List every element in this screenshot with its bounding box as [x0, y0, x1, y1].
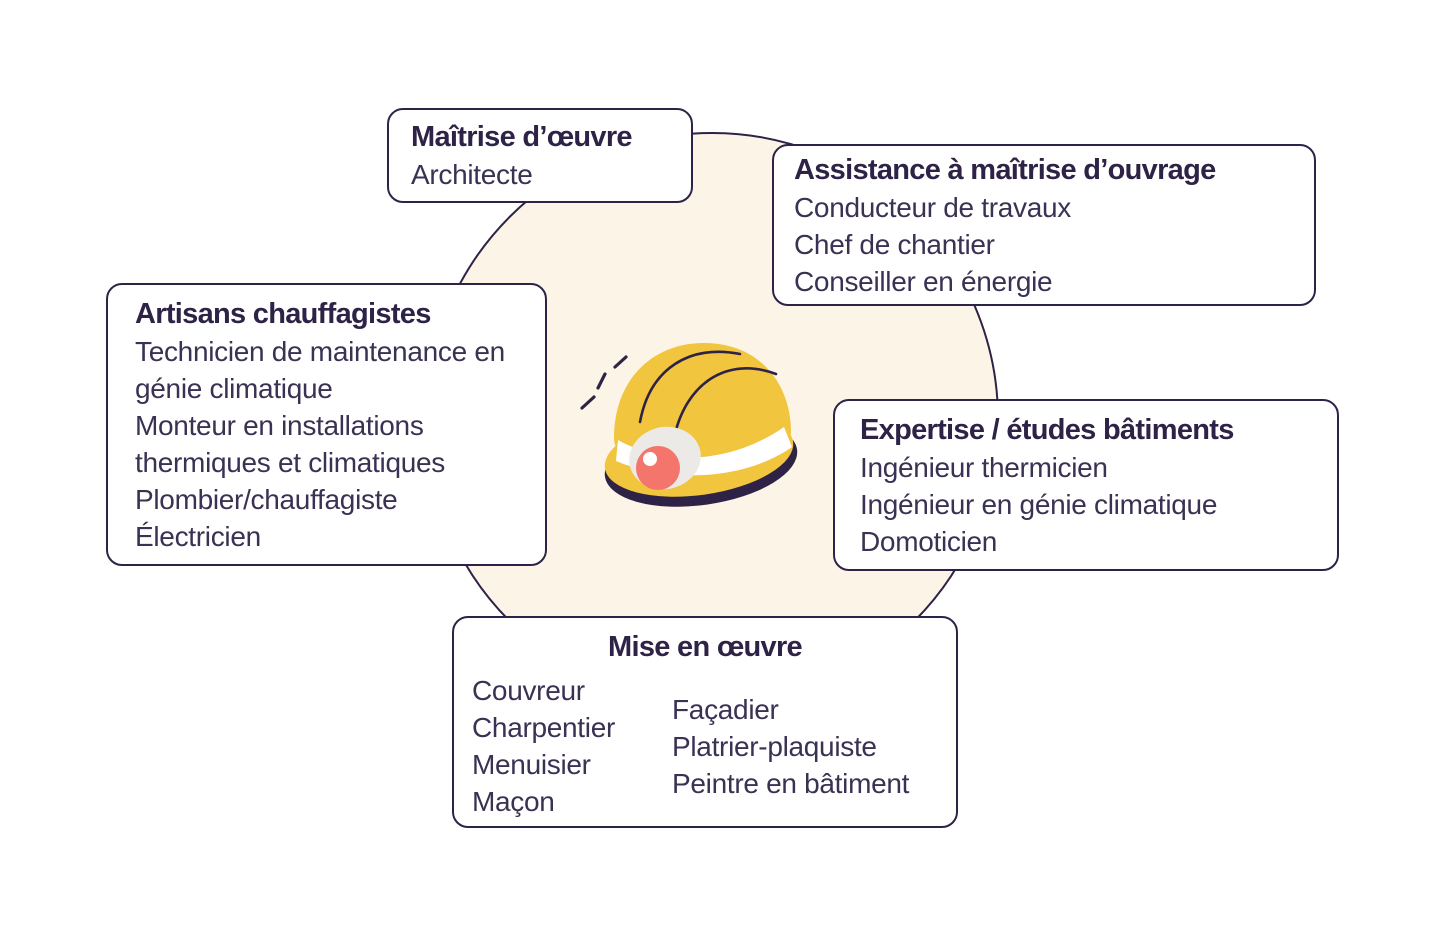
group-title: Assistance à maîtrise d’ouvrage [794, 154, 1216, 186]
card-expertise-etudes: Expertise / études bâtiments Ingénieur t… [833, 399, 1339, 571]
profession-item: Monteur en installations thermiques et c… [135, 410, 445, 478]
profession-item: Peintre en bâtiment [672, 767, 910, 799]
profession-item: Ingénieur en génie climatique [860, 489, 1218, 520]
profession-item: Menuisier [472, 749, 591, 780]
profession-item: Architecte [411, 159, 533, 190]
group-title: Maîtrise d’œuvre [411, 121, 633, 153]
profession-item: Conseiller en énergie [794, 266, 1053, 297]
hard-hat-icon [580, 342, 798, 507]
card-maitrise-oeuvre: Maîtrise d’œuvre Architecte [387, 108, 693, 203]
headlamp-highlight [643, 452, 657, 466]
profession-item: Chef de chantier [794, 229, 995, 260]
profession-item: Ingénieur thermicien [860, 452, 1108, 483]
group-title: Expertise / études bâtiments [860, 414, 1234, 446]
profession-item: Plombier/chauffagiste [135, 484, 398, 515]
group-title: Mise en œuvre [608, 631, 803, 663]
profession-item: Charpentier [472, 712, 616, 743]
profession-list: Architecte [411, 156, 669, 193]
profession-item: Technicien de maintenance en génie clima… [135, 336, 505, 404]
helmet-shape [604, 342, 798, 507]
profession-list: Technicien de maintenance en génie clima… [135, 333, 525, 555]
card-artisans-chauffagistes: Artisans chauffagistes Technicien de mai… [106, 283, 547, 566]
profession-item: Platrier-plaquiste [672, 730, 877, 762]
profession-item: Conducteur de travaux [794, 192, 1071, 223]
card-assistance-ouvrage: Assistance à maîtrise d’ouvrage Conducte… [772, 144, 1316, 306]
helmet-seam [638, 350, 742, 424]
profession-item: Électricien [135, 521, 261, 552]
headlamp-icon [629, 426, 701, 490]
group-title: Artisans chauffagistes [135, 298, 431, 330]
profession-item: Couvreur [472, 675, 585, 706]
sparkle-lines-icon [580, 355, 628, 410]
helmet-seam [672, 367, 778, 440]
profession-item: Façadier [672, 693, 779, 725]
profession-item: Domoticien [860, 526, 998, 557]
profession-item: Maçon [472, 786, 555, 817]
headlamp-lens [636, 446, 680, 490]
